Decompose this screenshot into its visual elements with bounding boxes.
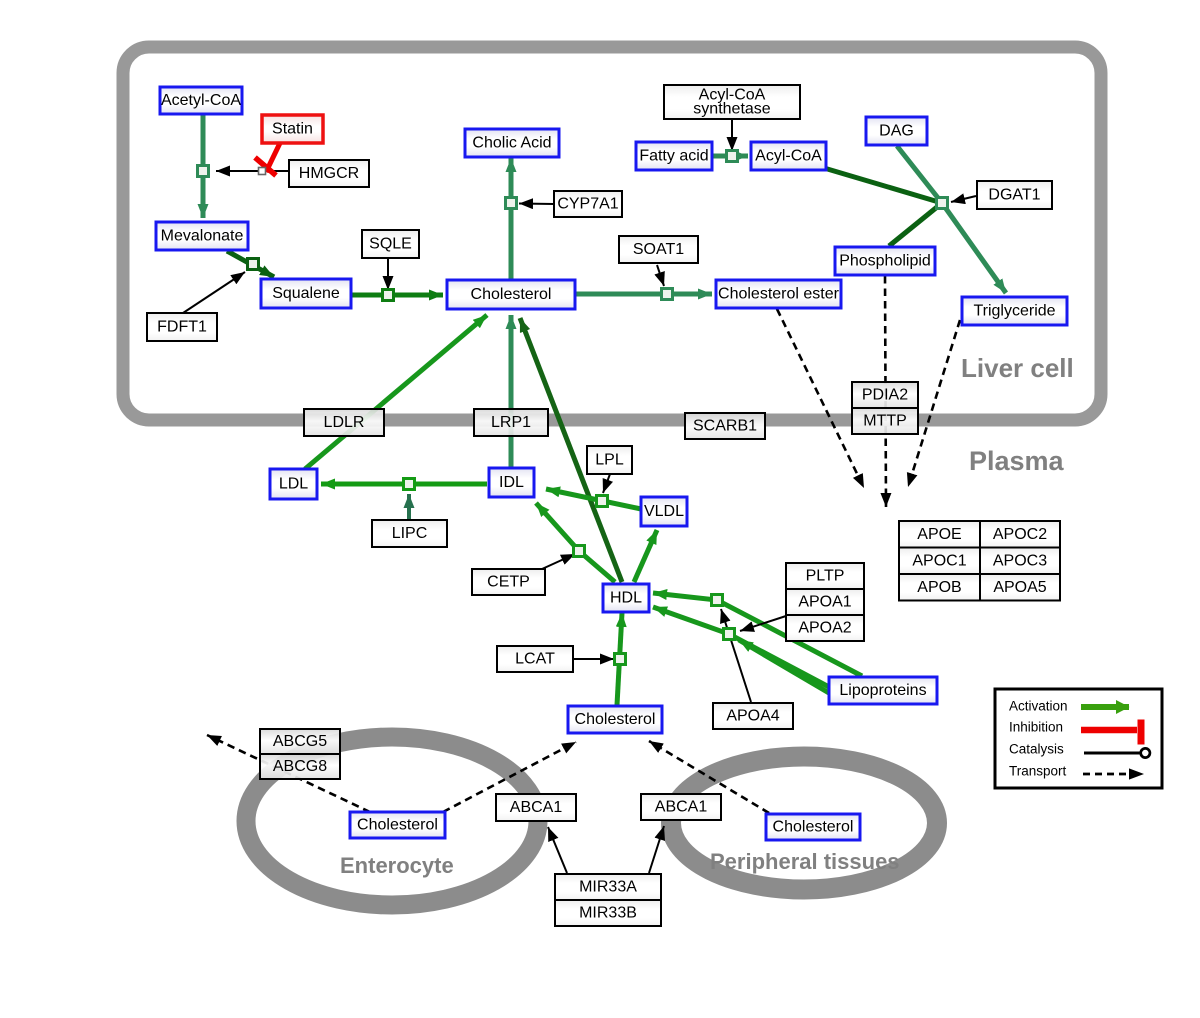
- svg-text:Peripheral tissues: Peripheral tissues: [710, 849, 900, 874]
- svg-text:Triglyceride: Triglyceride: [973, 303, 1055, 320]
- svg-text:synthetase: synthetase: [693, 101, 770, 118]
- svg-text:Squalene: Squalene: [272, 285, 340, 302]
- svg-text:Enterocyte: Enterocyte: [340, 853, 454, 878]
- svg-text:Acyl-CoA: Acyl-CoA: [755, 148, 822, 165]
- svg-text:ABCG8: ABCG8: [273, 758, 327, 775]
- svg-text:FDFT1: FDFT1: [157, 319, 207, 336]
- svg-text:Mevalonate: Mevalonate: [161, 228, 244, 245]
- svg-text:SQLE: SQLE: [369, 236, 412, 253]
- svg-text:HDL: HDL: [610, 590, 642, 607]
- svg-text:LCAT: LCAT: [515, 651, 555, 668]
- svg-text:MTTP: MTTP: [863, 413, 907, 430]
- svg-text:Acetyl-CoA: Acetyl-CoA: [161, 92, 241, 109]
- svg-text:APOC2: APOC2: [993, 526, 1047, 543]
- svg-text:APOE: APOE: [917, 526, 961, 543]
- svg-text:DGAT1: DGAT1: [988, 187, 1040, 204]
- svg-text:LDL: LDL: [279, 476, 308, 493]
- svg-text:Statin: Statin: [272, 121, 313, 138]
- svg-text:Acyl-CoA: Acyl-CoA: [699, 87, 766, 104]
- svg-text:Lipoproteins: Lipoproteins: [839, 682, 926, 699]
- svg-text:SOAT1: SOAT1: [633, 241, 684, 258]
- svg-text:Transport: Transport: [1009, 764, 1067, 779]
- svg-text:APOA4: APOA4: [726, 708, 779, 725]
- svg-text:DAG: DAG: [879, 123, 914, 140]
- svg-text:Plasma: Plasma: [969, 446, 1065, 476]
- svg-text:MIR33A: MIR33A: [579, 879, 637, 896]
- svg-text:MIR33B: MIR33B: [579, 905, 637, 922]
- svg-text:PDIA2: PDIA2: [862, 387, 908, 404]
- svg-text:ABCA1: ABCA1: [655, 799, 708, 816]
- svg-text:IDL: IDL: [499, 474, 524, 491]
- svg-text:Activation: Activation: [1009, 699, 1068, 714]
- svg-text:SCARB1: SCARB1: [693, 418, 757, 435]
- svg-text:HMGCR: HMGCR: [299, 165, 359, 182]
- svg-text:Cholesterol: Cholesterol: [773, 819, 854, 836]
- svg-text:VLDL: VLDL: [644, 503, 684, 520]
- svg-text:APOA5: APOA5: [993, 579, 1046, 596]
- svg-text:LRP1: LRP1: [491, 414, 531, 431]
- svg-text:APOC3: APOC3: [993, 552, 1047, 569]
- svg-text:APOA2: APOA2: [798, 620, 851, 637]
- svg-text:Liver cell: Liver cell: [961, 353, 1074, 383]
- svg-text:Cholesterol: Cholesterol: [357, 817, 438, 834]
- svg-text:LDLR: LDLR: [324, 414, 365, 431]
- svg-text:Cholic Acid: Cholic Acid: [472, 135, 551, 152]
- svg-text:ABCG5: ABCG5: [273, 733, 327, 750]
- svg-text:Phospholipid: Phospholipid: [839, 253, 931, 270]
- svg-text:Catalysis: Catalysis: [1009, 742, 1064, 757]
- svg-text:ABCA1: ABCA1: [510, 799, 563, 816]
- svg-text:APOA1: APOA1: [798, 594, 851, 611]
- svg-text:LPL: LPL: [595, 452, 624, 469]
- svg-text:LIPC: LIPC: [392, 525, 428, 542]
- svg-text:Cholesterol: Cholesterol: [575, 711, 656, 728]
- svg-text:PLTP: PLTP: [806, 568, 845, 585]
- svg-text:APOC1: APOC1: [912, 552, 966, 569]
- svg-text:APOB: APOB: [917, 579, 961, 596]
- svg-text:Fatty acid: Fatty acid: [639, 148, 708, 165]
- svg-text:CYP7A1: CYP7A1: [557, 196, 618, 213]
- svg-text:Cholesterol ester: Cholesterol ester: [718, 286, 840, 303]
- svg-text:CETP: CETP: [487, 574, 530, 591]
- svg-text:Cholesterol: Cholesterol: [471, 286, 552, 303]
- svg-text:Inhibition: Inhibition: [1009, 720, 1063, 735]
